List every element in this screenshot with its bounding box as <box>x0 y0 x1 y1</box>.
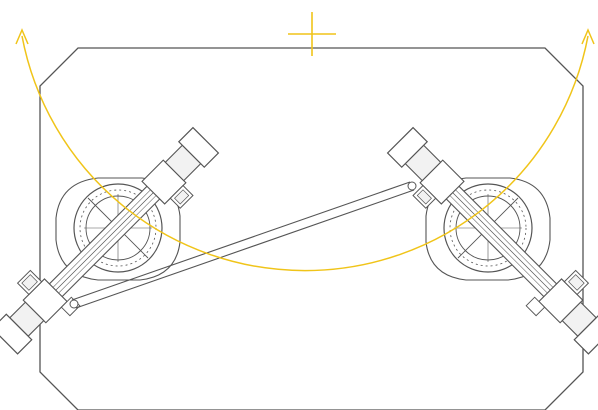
right-robot-arm <box>386 126 598 355</box>
left-arm-rail-inner-a <box>30 168 172 311</box>
right-arm-upper-cap <box>386 126 429 169</box>
right-arm-lower-clamp <box>525 296 546 317</box>
reach-arc <box>15 28 595 272</box>
right-turntable-outer-ring <box>443 183 533 273</box>
frame-outline <box>39 47 584 410</box>
left-turntable-assembly <box>0 126 220 355</box>
left-arm-rail-center <box>32 171 175 314</box>
left-turntable-outer-ring <box>73 183 163 273</box>
left-arm-lower-sidebox-inner <box>21 274 38 291</box>
connecting-rod-edge-b <box>75 189 415 309</box>
left-arm-lower-cap <box>0 313 33 355</box>
center-crosshair <box>288 12 336 56</box>
left-arm-upper-cap <box>177 126 220 169</box>
right-arm-upper-sidebox-inner <box>416 189 432 205</box>
right-arm-rail-center <box>431 171 574 314</box>
connecting-rod-edge-a <box>71 181 411 301</box>
right-arm-lower-sidebox-inner <box>568 274 585 291</box>
right-turntable-bolt-ring <box>449 189 527 267</box>
reach-arc-arrow-left <box>15 28 29 45</box>
left-robot-arm <box>0 126 220 355</box>
right-arm-rail-inner-b <box>428 174 571 316</box>
left-arm-rail-inner-b <box>35 174 178 316</box>
connecting-rod-end-left <box>69 299 79 309</box>
connecting-rod <box>69 181 417 309</box>
connecting-rod-end-right <box>407 181 417 191</box>
left-arm-upper-sidebox-inner <box>174 189 190 205</box>
left-turntable-bolt-ring <box>79 189 157 267</box>
reach-arc-path <box>21 35 589 272</box>
right-arm-lower-cap <box>573 313 598 355</box>
right-turntable-assembly <box>386 126 598 355</box>
right-arm-rail-inner-a <box>434 168 576 311</box>
reach-arc-arrow-right <box>581 28 595 45</box>
